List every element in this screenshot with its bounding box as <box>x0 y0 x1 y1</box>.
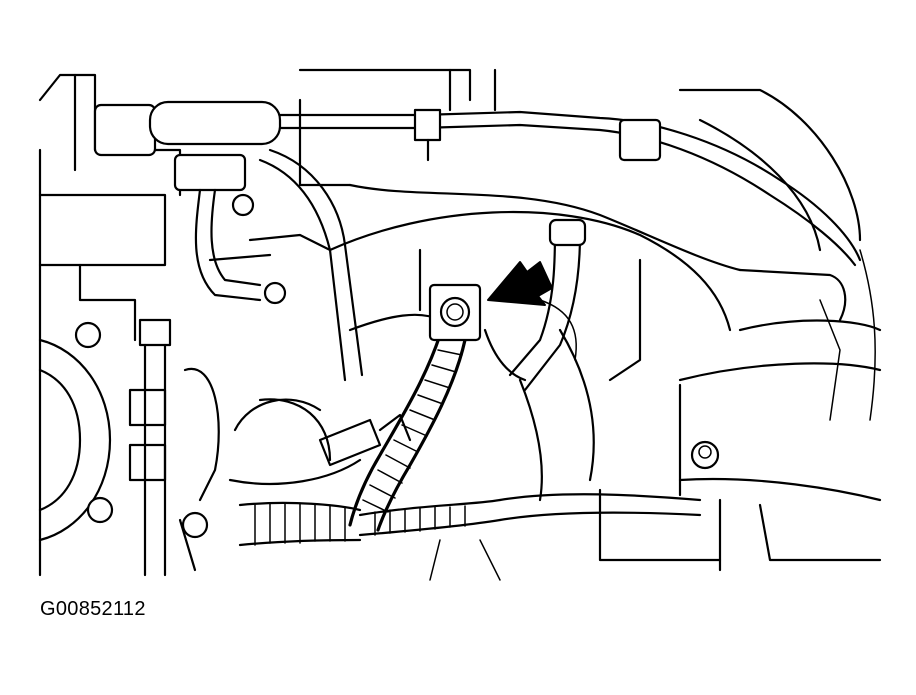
idle-valve <box>178 367 362 572</box>
bolts <box>690 440 720 470</box>
ground-strap <box>348 283 482 532</box>
throttle-body <box>38 318 172 577</box>
connector-plug <box>258 398 412 467</box>
figure-code: G00852112 <box>40 598 146 620</box>
arrow-icon <box>487 261 553 306</box>
engine-bay-illustration <box>38 68 882 581</box>
sensor-connector <box>93 100 862 267</box>
vacuum-hoses <box>173 148 364 382</box>
wiring-harness <box>238 493 702 547</box>
elbow-hose <box>483 218 587 392</box>
